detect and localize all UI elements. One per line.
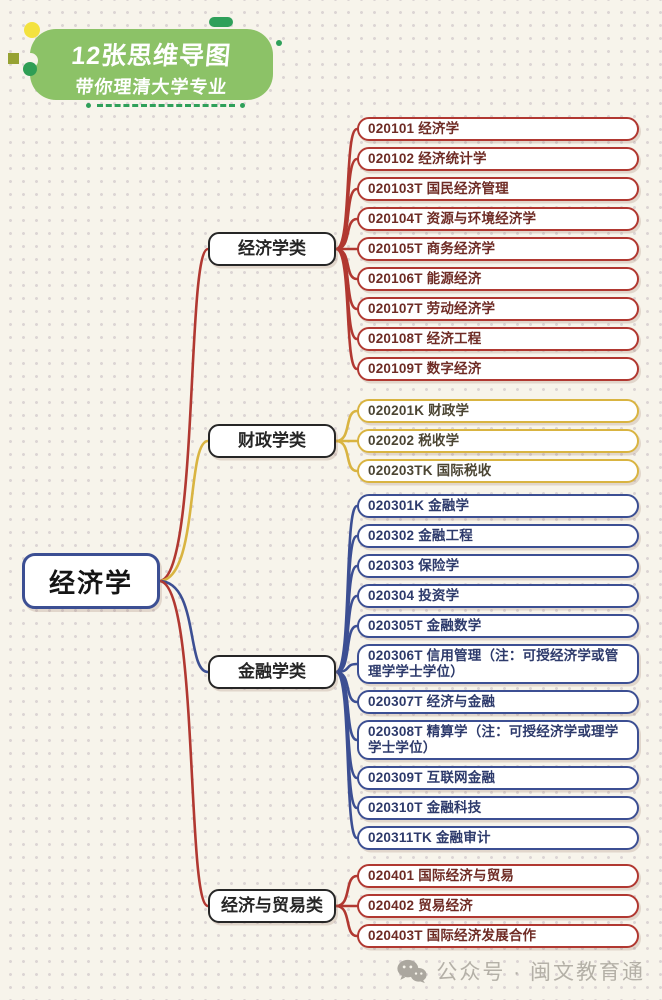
badge-subtitle: 带你理清大学专业 (74, 77, 229, 97)
leaf-group-fiscal: 020201K 财政学 020202 税收学 020203TK 国际税收 (357, 399, 639, 483)
leaf-node: 020106T 能源经济 (357, 267, 639, 291)
leaf-node: 020201K 财政学 (357, 399, 639, 423)
leaf-node: 020305T 金融数学 (357, 614, 639, 638)
leaf-group-finance: 020301K 金融学 020302 金融工程 020303 保险学 02030… (357, 494, 639, 850)
leaf-node: 020401 国际经济与贸易 (357, 864, 639, 888)
leaf-node: 020402 贸易经济 (357, 894, 639, 918)
yellow-dot-decoration (24, 22, 40, 38)
green-dot-decoration (23, 62, 37, 76)
footer-watermark: 公众号 · 闽文教育通 (397, 956, 645, 986)
branch-node-fiscal-class: 财政学类 (208, 424, 336, 458)
leaf-node: 020311TK 金融审计 (357, 826, 639, 850)
branch-node-trade-class: 经济与贸易类 (208, 889, 336, 923)
leaf-node: 020307T 经济与金融 (357, 690, 639, 714)
root-node-economics: 经济学 (22, 553, 160, 609)
olive-square-decoration (8, 53, 19, 64)
leaf-node: 020105T 商务经济学 (357, 237, 639, 261)
leaf-group-economics: 020101 经济学 020102 经济统计学 020103T 国民经济管理 0… (357, 117, 639, 381)
wechat-icon (397, 959, 427, 983)
leaf-node: 020202 税收学 (357, 429, 639, 453)
leaf-node: 020101 经济学 (357, 117, 639, 141)
leaf-node: 020102 经济统计学 (357, 147, 639, 171)
badge-title: 12张思维导图 (70, 42, 233, 70)
leaf-node: 020301K 金融学 (357, 494, 639, 518)
leaf-group-trade: 020401 国际经济与贸易 020402 贸易经济 020403T 国际经济发… (357, 864, 639, 948)
footer-text: 公众号 · 闽文教育通 (436, 961, 645, 984)
leaf-node: 020203TK 国际税收 (357, 459, 639, 483)
leaf-node: 020104T 资源与环境经济学 (357, 207, 639, 231)
leaf-node: 020310T 金融科技 (357, 796, 639, 820)
dashed-underline-decoration (86, 103, 245, 108)
leaf-node: 020303 保险学 (357, 554, 639, 578)
leaf-node: 020107T 劳动经济学 (357, 297, 639, 321)
leaf-node: 020309T 互联网金融 (357, 766, 639, 790)
leaf-node: 020108T 经济工程 (357, 327, 639, 351)
leaf-node: 020304 投资学 (357, 584, 639, 608)
header-badge: 12张思维导图 带你理清大学专业 (30, 29, 273, 100)
green-pill-decoration (209, 17, 233, 27)
leaf-node: 020302 金融工程 (357, 524, 639, 548)
leaf-node: 020103T 国民经济管理 (357, 177, 639, 201)
leaf-node: 020109T 数字经济 (357, 357, 639, 381)
branch-node-finance-class: 金融学类 (208, 655, 336, 689)
branch-node-economics-class: 经济学类 (208, 232, 336, 266)
small-green-dot-decoration (276, 40, 282, 46)
leaf-node: 020306T 信用管理（注：可授经济学或管理学学士学位） (357, 644, 639, 684)
leaf-node: 020403T 国际经济发展合作 (357, 924, 639, 948)
leaf-node: 020308T 精算学（注：可授经济学或理学学士学位） (357, 720, 639, 760)
